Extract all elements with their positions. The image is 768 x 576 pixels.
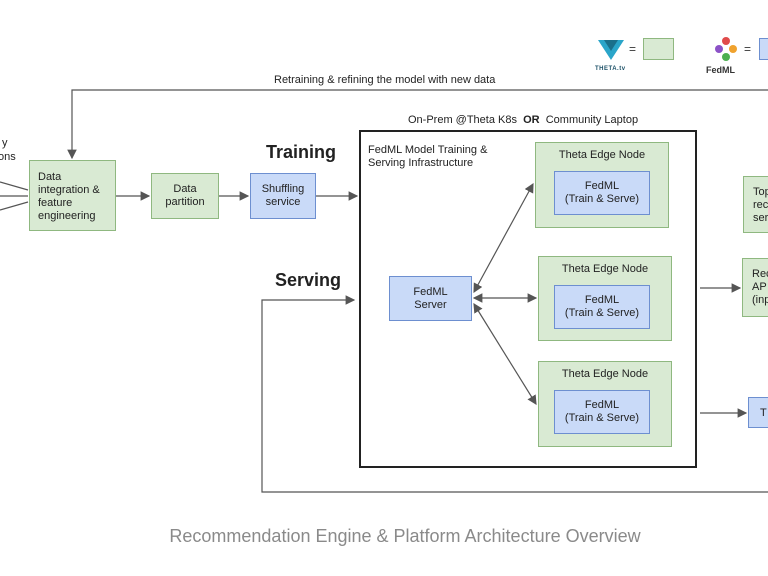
edge-node-fedml-sublabel: (Train & Serve) — [564, 193, 640, 205]
data-integration-box: Data integration & feature engineering — [29, 160, 116, 231]
edge-node-1-fedml-box: FedML (Train & Serve) — [554, 171, 650, 215]
server-edge1-arrow — [473, 182, 534, 294]
legend-equals-fedml: = — [744, 42, 752, 56]
legend-fedml-swatch — [759, 38, 768, 60]
right-output-box-2-line: AP — [752, 281, 767, 293]
fedml-server-box: FedML Server — [389, 276, 472, 321]
training-heading: Training — [266, 142, 337, 162]
fedml-infrastructure-container — [359, 130, 697, 468]
diagram-caption: Recommendation Engine & Platform Archite… — [169, 526, 641, 546]
right-output-box-1-line: Top — [753, 186, 768, 198]
theta-logo-icon — [598, 40, 624, 60]
fedml-logo: FedML — [706, 36, 750, 75]
theta-logo: THETA.tv — [595, 38, 627, 74]
legend-theta-swatch — [643, 38, 674, 60]
right-output-box-2: Rec AP (inp — [742, 258, 768, 317]
retrain-loop-line — [67, 89, 768, 160]
infra-location-label: On-Prem @Theta K8s OR Community Laptop — [408, 114, 638, 126]
legend-equals-theta: = — [629, 42, 637, 56]
fedml-server-label: FedML Server — [413, 285, 448, 311]
server-edge3-arrow — [473, 302, 537, 406]
edge-node-title: Theta Edge Node — [561, 263, 649, 275]
serving-loop-line — [261, 295, 768, 493]
right-output-box-3: T — [748, 397, 768, 428]
right-output-box-1-line: rec — [753, 199, 768, 211]
edge-node-fedml-label: FedML — [584, 180, 620, 192]
infra-location-or: OR — [523, 114, 540, 126]
infra-location-prefix: On-Prem @Theta K8s — [408, 114, 517, 126]
serving-heading: Serving — [275, 270, 342, 290]
edge-node-title: Theta Edge Node — [561, 368, 649, 380]
left-cut-text-2: ons — [0, 151, 16, 163]
fedml-logo-icon — [715, 37, 737, 61]
right-output-box-2-line: Rec — [752, 268, 768, 280]
edge-node-title: Theta Edge Node — [558, 149, 646, 161]
infra-location-suffix: Community Laptop — [545, 114, 639, 126]
data-partition-box: Data partition — [151, 173, 219, 219]
right-output-box-2-line: (inp — [752, 294, 768, 306]
edge-node-fedml-label: FedML — [584, 399, 620, 411]
incoming-arrow — [0, 201, 29, 211]
incoming-arrow — [0, 181, 29, 191]
edge-node-fedml-sublabel: (Train & Serve) — [564, 412, 640, 424]
edge-node-fedml-sublabel: (Train & Serve) — [564, 307, 640, 319]
right-output-box-1: Top rec ser — [743, 176, 768, 233]
edge-node-3-fedml-box: FedML (Train & Serve) — [554, 390, 650, 434]
infra-title: FedML Model Training & Serving Infrastru… — [368, 144, 488, 169]
right-output-box-3-line: T — [760, 407, 767, 419]
left-cut-text-1: y — [2, 137, 8, 149]
right-output-box-1-line: ser — [753, 212, 768, 224]
edge-node-fedml-label: FedML — [584, 294, 620, 306]
edge-node-2-fedml-box: FedML (Train & Serve) — [554, 285, 650, 329]
fedml-brand-text: FedML — [706, 65, 735, 75]
shuffling-service-box: Shuffling service — [250, 173, 316, 219]
theta-brand-text: THETA.tv — [595, 66, 626, 72]
retrain-label: Retraining & refining the model with new… — [274, 74, 496, 86]
